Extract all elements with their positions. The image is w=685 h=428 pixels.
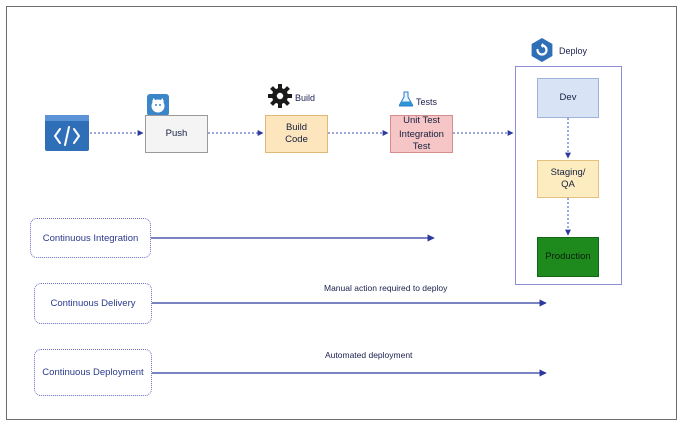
build-step: Build Code [265, 115, 328, 153]
build-title: Build [295, 93, 316, 103]
tests-box-line-3: Test [412, 141, 431, 152]
staging-stage: Staging/ QA [537, 160, 599, 198]
staging-label-line-1: Staging/ [550, 167, 586, 178]
tests-box-line-2: Integration [399, 129, 444, 140]
continuous-deployment-pill: Continuous Deployment [34, 349, 152, 396]
continuous-deployment-note: Automated deployment [325, 350, 413, 360]
continuous-delivery-pill: Continuous Delivery [34, 283, 152, 324]
code-icon [45, 115, 89, 151]
tests-step: Unit Test Integration Test [390, 115, 453, 153]
production-label: Production [545, 251, 591, 262]
continuous-delivery-note: Manual action required to deploy [324, 283, 448, 293]
flask-icon [398, 91, 414, 107]
deploy-title: Deploy [559, 46, 588, 56]
continuous-deployment-label: Continuous Deployment [42, 367, 144, 378]
dev-label: Dev [559, 92, 577, 103]
build-box-line-1: Build [285, 122, 308, 133]
continuous-integration-label: Continuous Integration [42, 232, 139, 244]
tests-box-line-1: Unit Test [403, 115, 440, 126]
deploy-icon [529, 37, 555, 63]
push-label: Push [165, 128, 188, 139]
staging-label-line-2: QA [561, 179, 575, 190]
github-icon [147, 94, 169, 116]
continuous-integration-pill: Continuous Integration [30, 218, 151, 258]
continuous-delivery-label: Continuous Delivery [50, 298, 136, 309]
push-step: Push [145, 115, 208, 153]
production-stage: Production [537, 237, 599, 277]
tests-title: Tests [416, 97, 438, 107]
build-box-line-2: Code [285, 134, 308, 145]
gear-icon [268, 84, 292, 108]
dev-stage: Dev [537, 78, 599, 118]
